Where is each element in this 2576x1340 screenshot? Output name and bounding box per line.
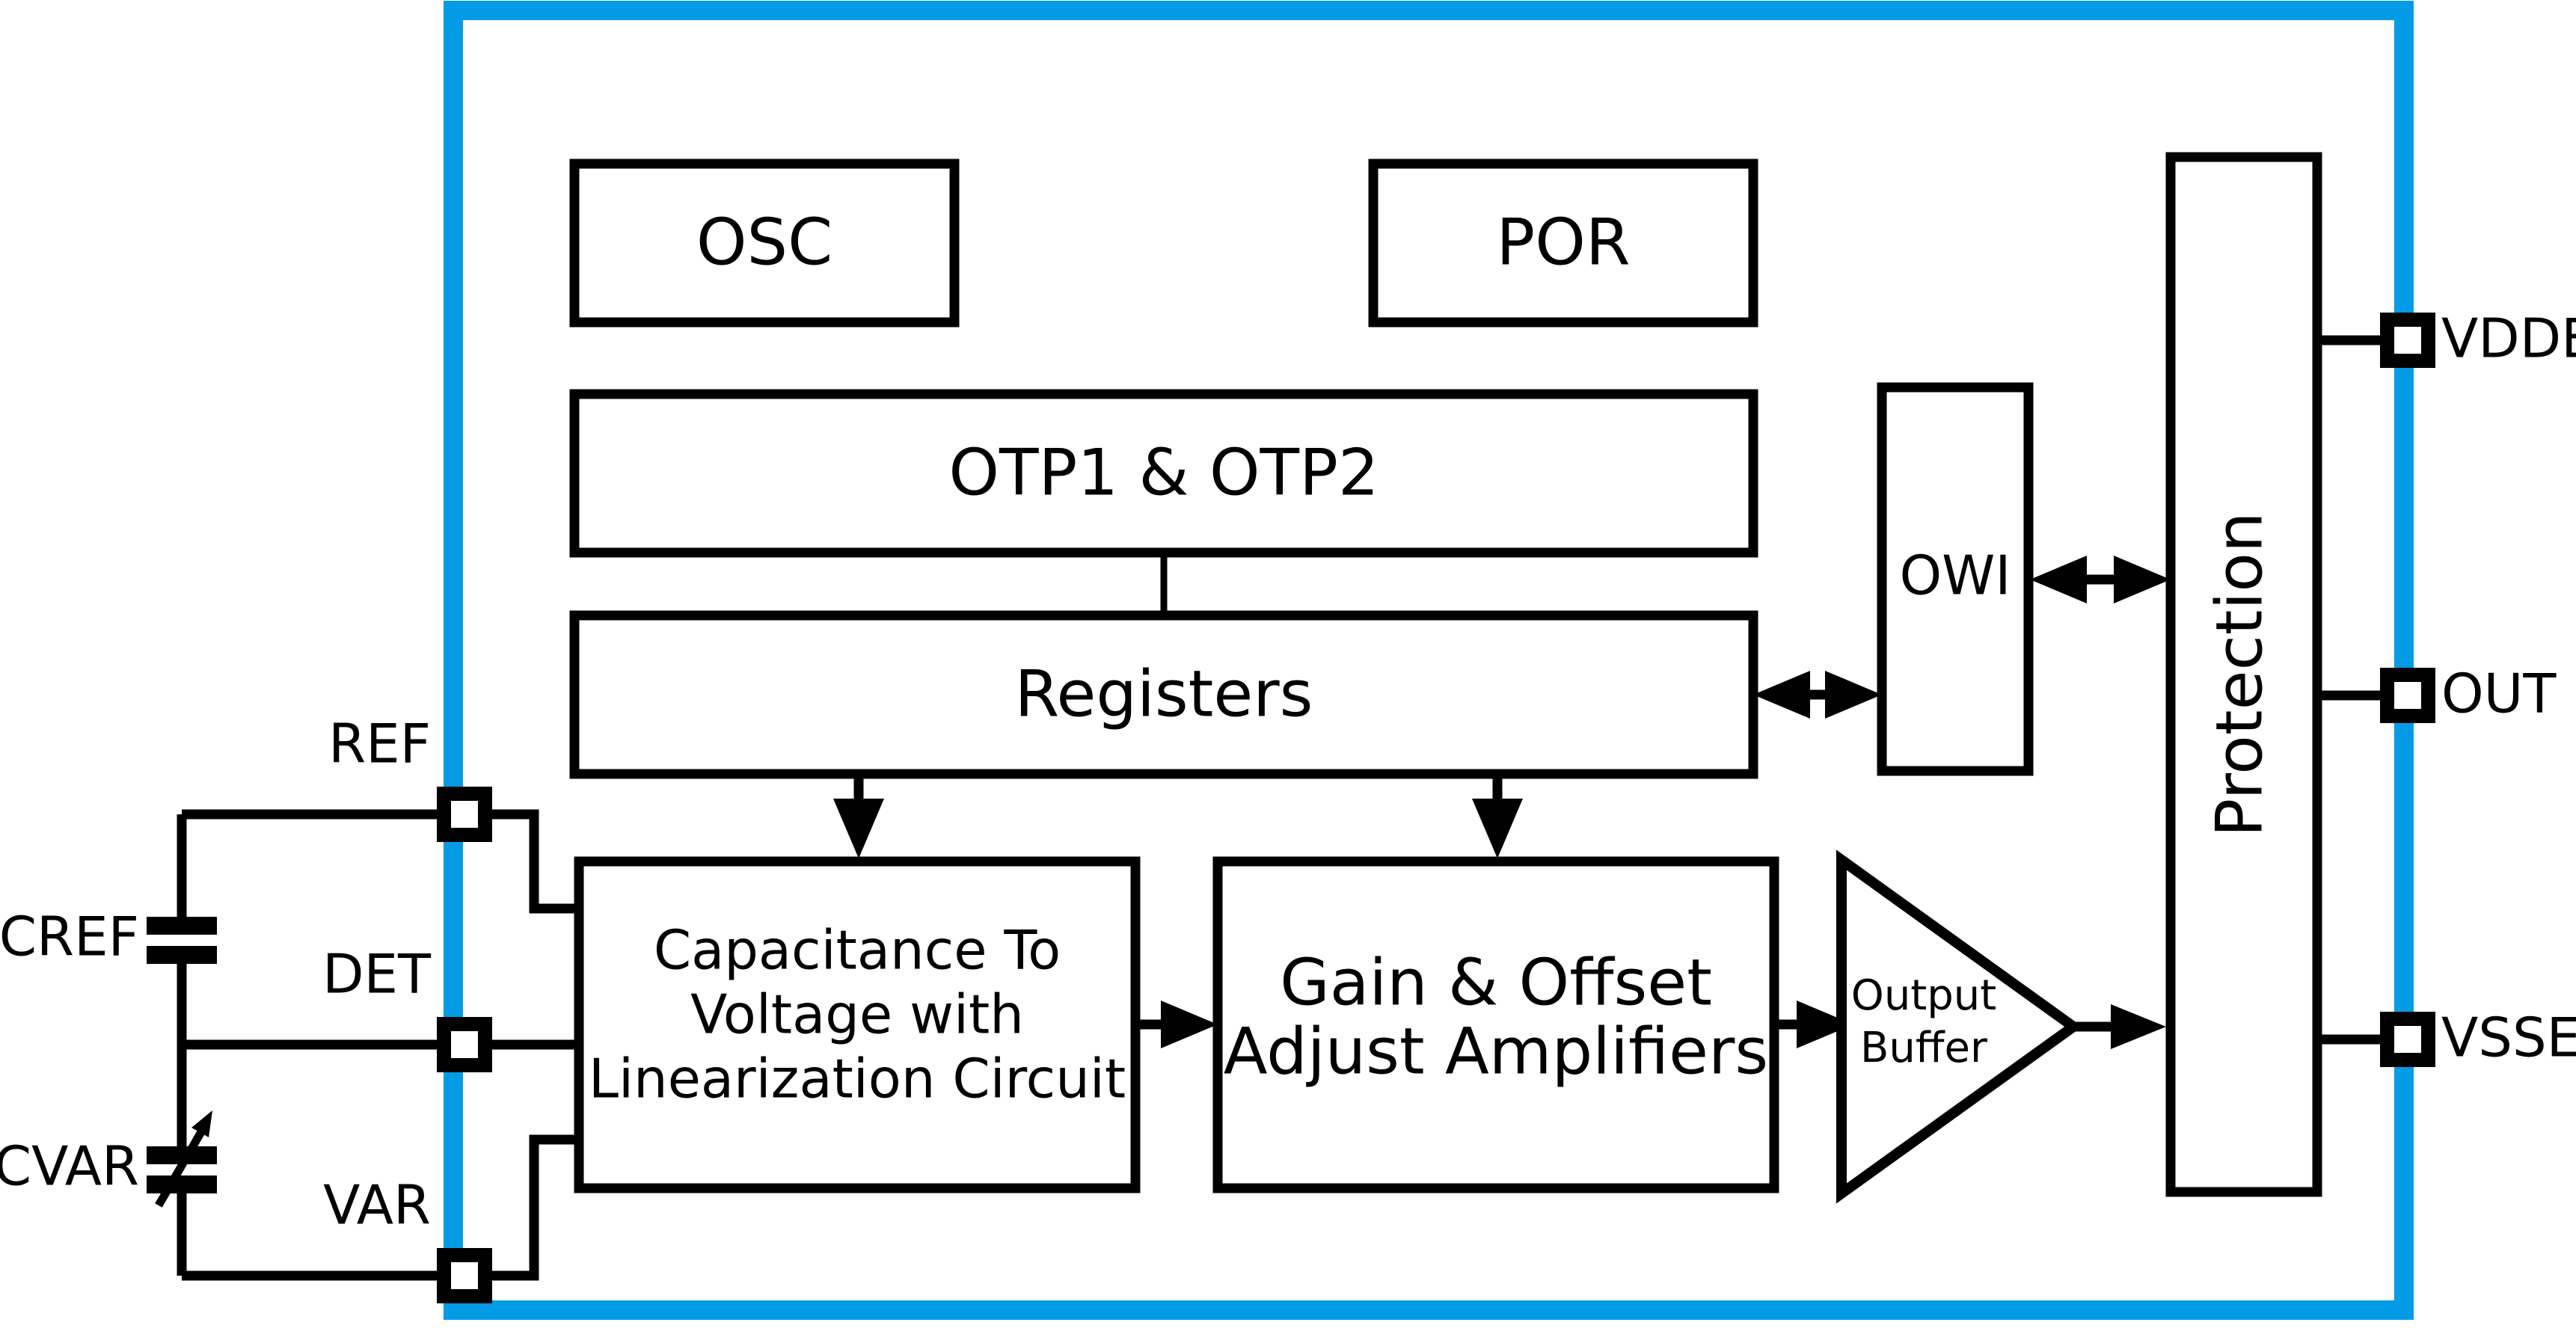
arrow-gain-offset-to-output-buffer [1774, 1001, 1853, 1048]
pin-vsse-label: VSSE [2441, 1006, 2576, 1069]
capacitance-to-voltage-block[interactable] [574, 856, 1141, 1193]
pin-out-label: OUT [2441, 663, 2557, 725]
pin-var-label: VAR [323, 1174, 431, 1237]
cvar-label: CVAR [0, 1135, 139, 1198]
arrow-registers-owi [1753, 671, 1882, 719]
output-buffer-block[interactable] [1836, 849, 2082, 1204]
osc-block[interactable] [569, 159, 960, 328]
arrow-c2v-to-gain-offset [1135, 1001, 1218, 1048]
output-buffer-label-line2: Buffer [1860, 1024, 1988, 1072]
c2v-label-line3: Linearization Circuit [589, 1048, 1126, 1110]
registers-block[interactable] [569, 610, 1758, 779]
pin-vdde[interactable] [2380, 313, 2435, 368]
owi-block[interactable] [1877, 382, 2034, 776]
otp-label: OTP1 & OTP2 [948, 435, 1379, 510]
por-block[interactable] [1368, 159, 1758, 328]
osc-label: OSC [696, 205, 832, 280]
arrow-owi-protection [2030, 556, 2171, 603]
pin-var[interactable] [437, 1248, 492, 1303]
wire-ref-to-c2v [492, 809, 579, 914]
cvar-variability-arrow-icon [155, 1110, 212, 1208]
chip-boundary [444, 1, 2414, 1320]
c2v-label-line2: Voltage with [690, 983, 1024, 1046]
c2v-label-line1: Capacitance To [654, 919, 1061, 982]
gain-offset-label-line2: Adjust Amplifiers [1224, 1014, 1768, 1089]
pin-out[interactable] [2380, 668, 2435, 723]
arrow-output-buffer-to-protection [2073, 1004, 2166, 1049]
pin-det-label: DET [322, 943, 432, 1006]
registers-label: Registers [1015, 657, 1313, 731]
por-label: POR [1496, 205, 1630, 280]
output-buffer-label-line1: Output [1851, 971, 1997, 1020]
cref-label: CREF [0, 906, 139, 968]
protection-label: Protection [2202, 511, 2277, 837]
owi-label: OWI [1899, 544, 2011, 607]
pin-ref[interactable] [437, 787, 492, 842]
arrow-registers-to-gain-offset [1472, 774, 1523, 858]
pin-ref-label: REF [328, 713, 431, 775]
arrow-registers-to-c2v [833, 774, 884, 858]
pin-vsse[interactable] [2380, 1012, 2435, 1067]
pin-det[interactable] [437, 1017, 492, 1072]
wire-var-to-c2v [492, 1134, 579, 1281]
gain-offset-label-line1: Gain & Offset [1280, 945, 1712, 1020]
otp-block[interactable] [569, 389, 1758, 558]
protection-block[interactable] [2165, 152, 2322, 1197]
pin-vdde-label: VDDE [2441, 307, 2576, 370]
gain-offset-block[interactable] [1212, 856, 1779, 1193]
